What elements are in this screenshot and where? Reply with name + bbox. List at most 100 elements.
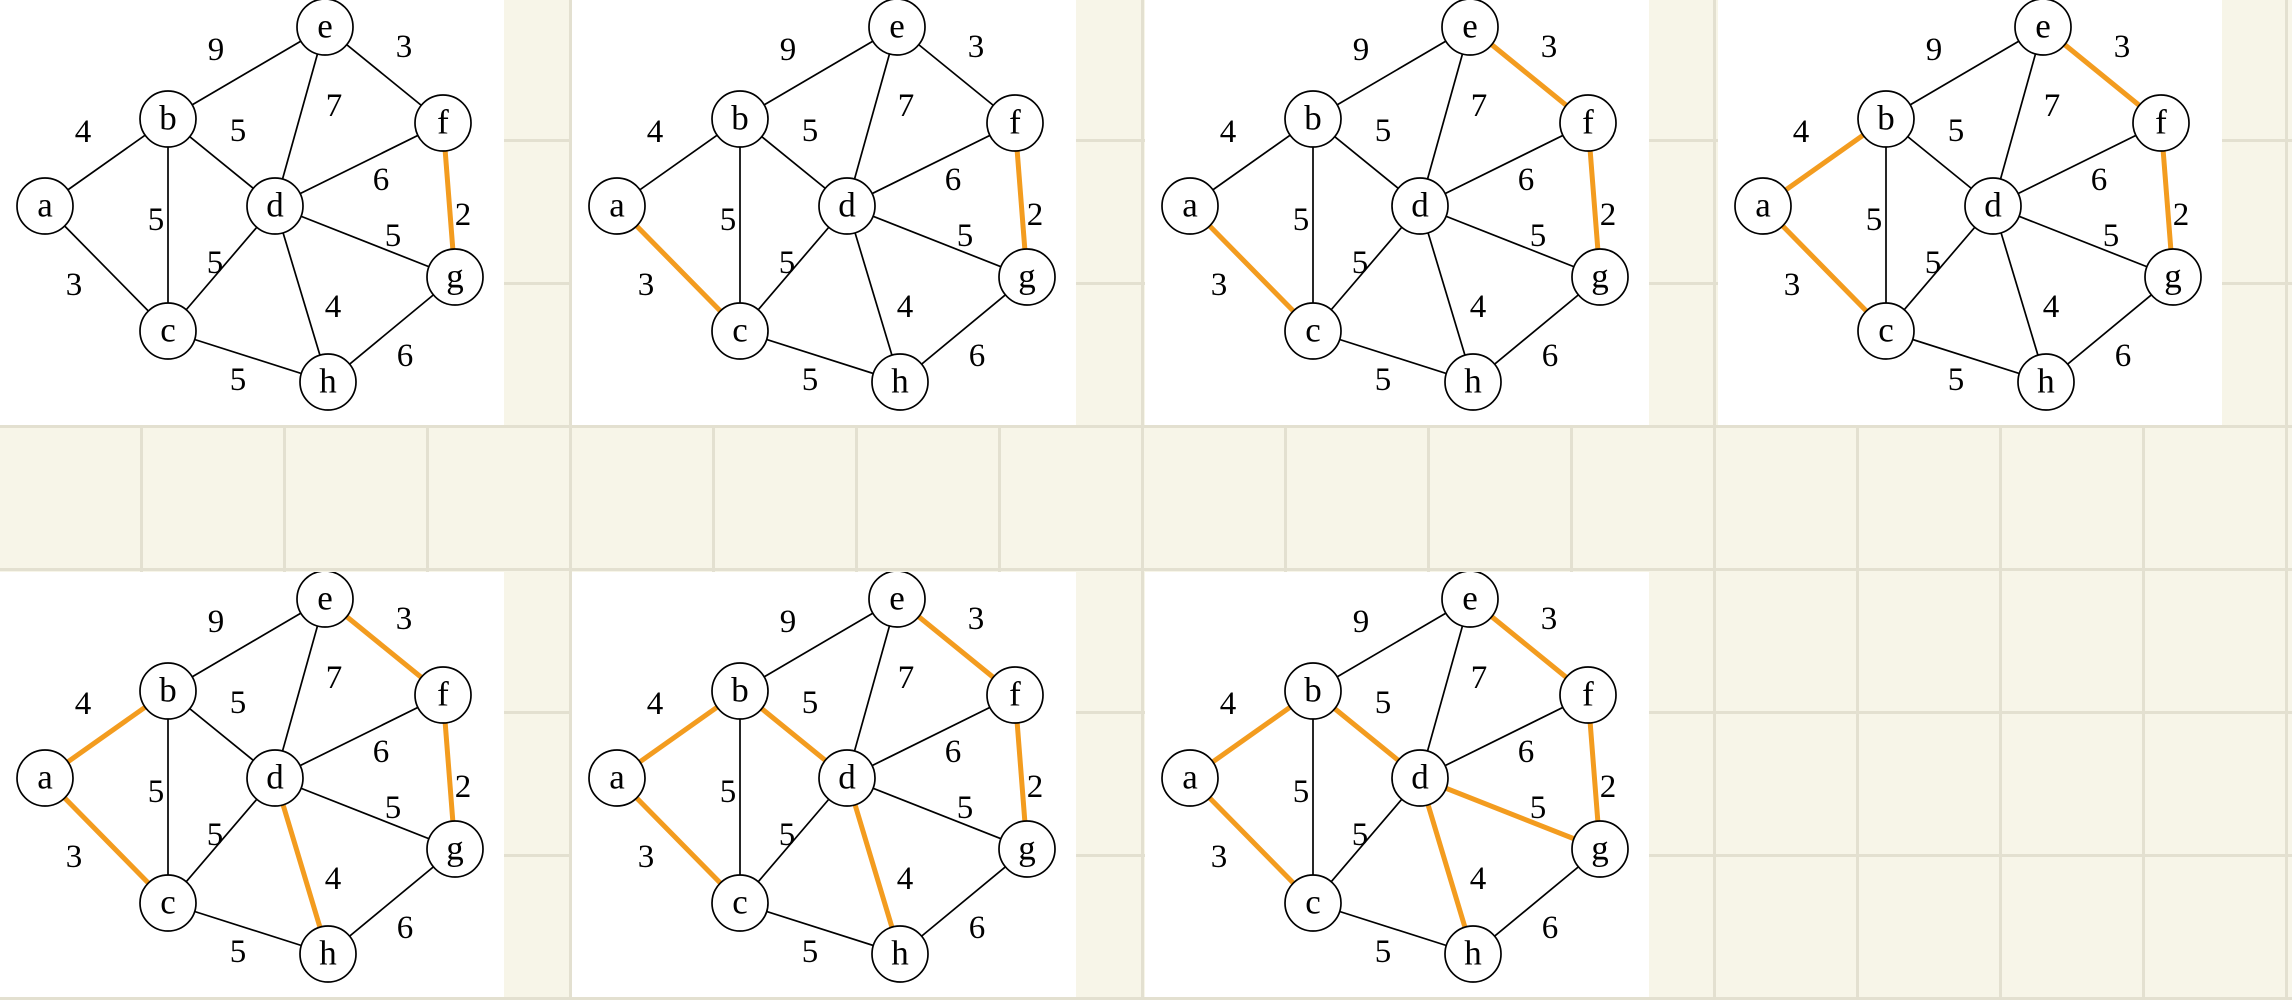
node-circle bbox=[1559, 666, 1617, 724]
node-circle bbox=[139, 874, 197, 932]
node-label: h bbox=[319, 934, 337, 973]
node-label: c bbox=[160, 311, 176, 350]
edge-weight-a-c: 3 bbox=[638, 267, 655, 303]
edge-d-g bbox=[846, 777, 1028, 850]
edge-weight-d-g: 5 bbox=[957, 218, 974, 254]
edge-weight-f-g: 2 bbox=[455, 769, 472, 805]
edge-weight-d-g: 5 bbox=[957, 790, 974, 826]
node-b: b bbox=[1284, 662, 1342, 720]
edge-weight-b-d: 5 bbox=[1948, 113, 1965, 149]
edge-weight-d-h: 4 bbox=[1470, 289, 1487, 325]
edge-weight-f-d: 6 bbox=[945, 734, 962, 770]
node-label: d bbox=[838, 186, 856, 225]
node-label: c bbox=[732, 311, 748, 350]
node-a: a bbox=[588, 749, 646, 807]
node-h: h bbox=[871, 925, 929, 983]
node-g: g bbox=[2144, 248, 2202, 306]
edge-weight-d-h: 4 bbox=[897, 861, 914, 897]
edge-weight-e-f: 3 bbox=[1541, 601, 1558, 637]
node-label: c bbox=[1305, 883, 1321, 922]
node-circle bbox=[1161, 749, 1219, 807]
node-circle bbox=[426, 820, 484, 878]
edge-weight-d-g: 5 bbox=[1530, 218, 1547, 254]
node-label: g bbox=[2164, 257, 2182, 296]
edge-weight-g-h: 6 bbox=[397, 910, 414, 946]
node-g: g bbox=[1571, 248, 1629, 306]
node-circle bbox=[246, 177, 304, 235]
node-h: h bbox=[2017, 353, 2075, 411]
node-label: g bbox=[1591, 829, 1609, 868]
edge-e-d bbox=[274, 26, 326, 207]
node-label: f bbox=[1582, 103, 1594, 142]
edge-d-g bbox=[1992, 205, 2174, 278]
node-label: d bbox=[1411, 758, 1429, 797]
node-label: b bbox=[1304, 99, 1322, 138]
edge-weight-b-e: 9 bbox=[1353, 604, 1370, 640]
edge-weight-a-b: 4 bbox=[647, 114, 664, 150]
node-circle bbox=[2144, 248, 2202, 306]
edge-weight-c-h: 5 bbox=[1948, 362, 1965, 398]
node-e: e bbox=[296, 0, 354, 56]
edge-weight-b-c: 5 bbox=[1866, 202, 1883, 238]
node-label: e bbox=[1462, 7, 1478, 46]
node-label: a bbox=[609, 758, 625, 797]
node-circle bbox=[711, 90, 769, 148]
node-e: e bbox=[2014, 0, 2072, 56]
edge-weight-b-c: 5 bbox=[720, 202, 737, 238]
edge-weight-b-c: 5 bbox=[148, 202, 165, 238]
edge-weight-e-f: 3 bbox=[396, 29, 413, 65]
edge-a-c-selected bbox=[1187, 203, 1316, 334]
node-circle bbox=[588, 749, 646, 807]
edge-weight-f-d: 6 bbox=[2091, 162, 2108, 198]
edge-weight-f-g: 2 bbox=[1027, 769, 1044, 805]
edge-f-d bbox=[846, 122, 1016, 207]
edge-weight-g-h: 6 bbox=[969, 910, 986, 946]
edge-d-h bbox=[1419, 205, 1474, 383]
node-circle bbox=[871, 353, 929, 411]
edge-weight-a-b: 4 bbox=[1793, 114, 1810, 150]
node-circle bbox=[818, 177, 876, 235]
edge-weight-d-h: 4 bbox=[2043, 289, 2060, 325]
node-circle bbox=[414, 666, 472, 724]
node-circle bbox=[1441, 0, 1499, 56]
node-label: d bbox=[266, 186, 284, 225]
edge-weight-c-d: 5 bbox=[207, 817, 224, 853]
edge-weight-f-d: 6 bbox=[945, 162, 962, 198]
edge-weight-a-b: 4 bbox=[75, 114, 92, 150]
edge-weight-b-c: 5 bbox=[720, 774, 737, 810]
node-circle bbox=[1284, 874, 1342, 932]
node-circle bbox=[139, 662, 197, 720]
node-label: f bbox=[1009, 675, 1021, 714]
edge-weight-a-c: 3 bbox=[1211, 267, 1228, 303]
edge-weight-e-d: 7 bbox=[898, 660, 915, 696]
edge-weight-g-h: 6 bbox=[2115, 338, 2132, 374]
node-label: e bbox=[889, 579, 905, 618]
node-circle bbox=[299, 353, 357, 411]
node-g: g bbox=[1571, 820, 1629, 878]
edge-weight-c-d: 5 bbox=[1925, 245, 1942, 281]
node-circle bbox=[1284, 90, 1342, 148]
node-label: a bbox=[37, 186, 53, 225]
edge-weight-e-d: 7 bbox=[1471, 88, 1488, 124]
node-e: e bbox=[868, 572, 926, 628]
node-circle bbox=[139, 90, 197, 148]
node-label: g bbox=[1018, 829, 1036, 868]
edge-b-e bbox=[739, 598, 898, 692]
node-label: d bbox=[1411, 186, 1429, 225]
edge-b-e bbox=[167, 26, 326, 120]
edge-weight-e-d: 7 bbox=[326, 88, 343, 124]
edge-weight-e-d: 7 bbox=[898, 88, 915, 124]
edge-b-e bbox=[1312, 26, 1471, 120]
node-b: b bbox=[711, 662, 769, 720]
node-c: c bbox=[139, 302, 197, 360]
node-f: f bbox=[414, 94, 472, 152]
node-circle bbox=[1964, 177, 2022, 235]
edge-d-h bbox=[846, 205, 901, 383]
